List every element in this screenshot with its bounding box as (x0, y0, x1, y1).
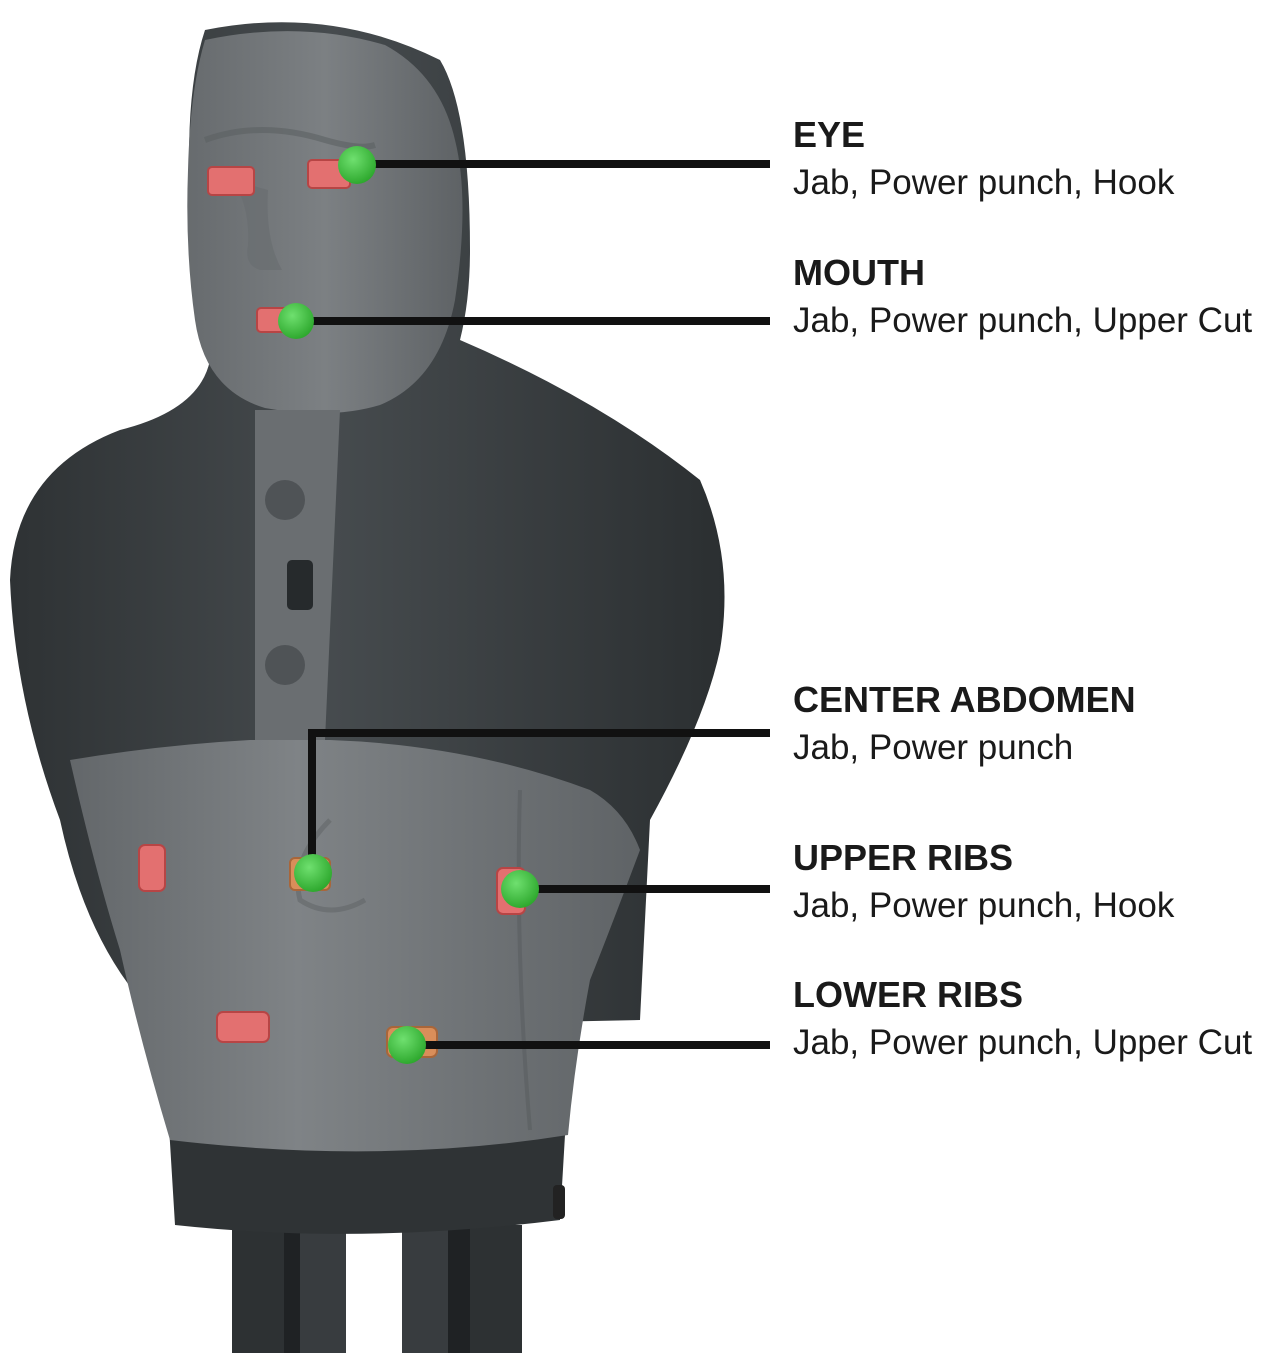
center-abdomen-title: CENTER ABDOMEN (793, 677, 1263, 723)
eye-title: EYE (793, 112, 1263, 158)
lower-ribs-moves: Jab, Power punch, Upper Cut (793, 1018, 1263, 1068)
head (187, 31, 462, 413)
mouth-target-marker (278, 303, 314, 339)
torso-plate (70, 740, 640, 1151)
sensor-left-ribs (139, 845, 165, 891)
neck-hole-upper (265, 480, 305, 520)
eye-target-marker (338, 146, 376, 184)
eye-moves: Jab, Power punch, Hook (793, 158, 1263, 208)
lower-ribs-title: LOWER RIBS (793, 972, 1263, 1018)
center-target-marker (294, 854, 332, 892)
neck-hole-lower (265, 645, 305, 685)
sensor-left-eye (208, 167, 254, 195)
mouth-title: MOUTH (793, 250, 1263, 296)
lower-ribs-target-marker (388, 1026, 426, 1064)
lower-ribs-label: LOWER RIBS Jab, Power punch, Upper Cut (793, 972, 1263, 1068)
upper-ribs-title: UPPER RIBS (793, 835, 1263, 881)
neck-clip (287, 560, 313, 610)
stand-legs (232, 1225, 522, 1353)
center-abdomen-label: CENTER ABDOMEN Jab, Power punch (793, 677, 1263, 773)
upper-ribs-moves: Jab, Power punch, Hook (793, 881, 1263, 931)
mouth-moves: Jab, Power punch, Upper Cut (793, 296, 1263, 346)
mouth-label: MOUTH Jab, Power punch, Upper Cut (793, 250, 1263, 346)
center-abdomen-moves: Jab, Power punch (793, 723, 1263, 773)
upper-ribs-target-marker (501, 870, 539, 908)
side-latch (553, 1185, 565, 1219)
sensor-left-lower-ribs (217, 1012, 269, 1042)
upper-ribs-label: UPPER RIBS Jab, Power punch, Hook (793, 835, 1263, 931)
eye-label: EYE Jab, Power punch, Hook (793, 112, 1263, 208)
